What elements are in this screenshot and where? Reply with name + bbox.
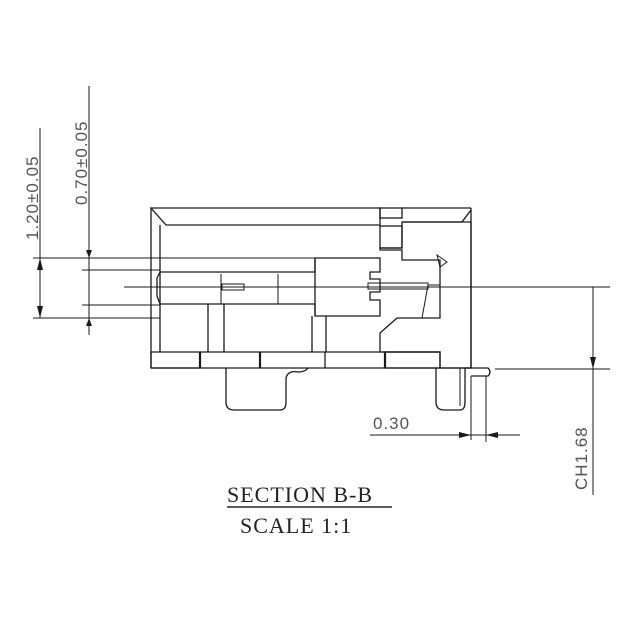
housing-body (149, 207, 472, 369)
contact-insert (156, 257, 429, 352)
scale-label: SCALE 1:1 (240, 513, 352, 538)
dim-label-1-20: 1.20±0.05 (23, 155, 42, 240)
dim-label-0-70: 0.70±0.05 (72, 120, 91, 205)
dimension-chamfer-height: CH1.68 (572, 287, 596, 495)
section-title-block: SECTION B-B SCALE 1:1 (227, 482, 392, 538)
section-title: SECTION B-B (227, 482, 373, 507)
extension-lines (33, 257, 610, 370)
dim-label-ch1-68: CH1.68 (572, 426, 591, 490)
dimension-slot-height: 0.70±0.05 (72, 86, 92, 335)
terminal-pins (225, 367, 491, 440)
dimension-overall-height: 1.20±0.05 (23, 128, 43, 318)
dim-label-0-30: 0.30 (373, 414, 410, 433)
dimension-pin-offset: 0.30 (370, 376, 520, 442)
